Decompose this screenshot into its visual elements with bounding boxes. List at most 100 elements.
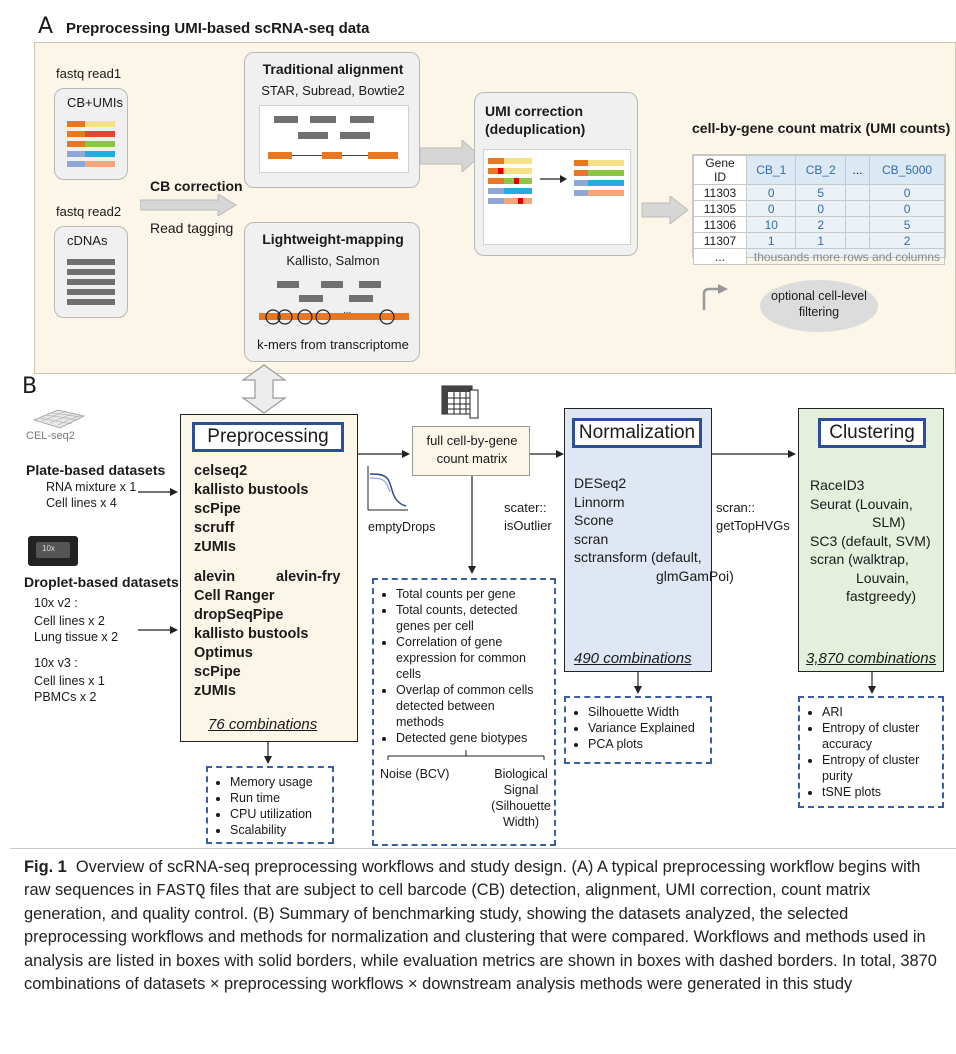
method-item: SC3 (default, SVM) (810, 532, 931, 549)
method-item: fastgreedy) (846, 588, 917, 604)
filter-text-1: optional cell-level (771, 289, 867, 303)
matrix-grid-icon (441, 385, 479, 419)
plate-item: Cell lines x 4 (46, 496, 117, 510)
matrix-cell (844, 184, 871, 201)
metric-item: Overlap of common cells detected between… (396, 682, 546, 730)
matrix-metrics-box: Total counts per gene Total counts, dete… (372, 578, 556, 846)
lightweight-mapping-box: Lightweight-mapping Kallisto, Salmon ...… (244, 222, 420, 362)
preprocessing-box (180, 414, 358, 742)
preprocessing-down-arrow-icon (264, 742, 272, 764)
panel-a-letter: A (38, 14, 54, 39)
clustering-box (798, 408, 944, 672)
filter-text-2: filtering (798, 305, 840, 319)
light-tools: Kallisto, Salmon (286, 253, 380, 268)
matrix-title: cell-by-gene count matrix (UMI counts) (692, 120, 951, 136)
to-normalization-arrow-icon (530, 450, 564, 458)
cb-correction-label: CB correction (150, 178, 243, 194)
method-item: Scone (574, 512, 614, 528)
clustering-methods: RaceID3 Seurat (Louvain, SLM) SC3 (defau… (810, 476, 931, 606)
caption-text-2: files that are subject to cell barcode (… (24, 881, 937, 994)
matrix-cell: 0 (869, 184, 945, 201)
matrix-cell (844, 232, 871, 249)
filtering-ellipse: optional cell-level filtering (760, 280, 878, 332)
read2-box: cDNAs (54, 226, 128, 318)
clustering-down-arrow-icon (868, 672, 876, 694)
noise-label: Noise (BCV) (380, 767, 450, 781)
matrix-header: CB_2 (795, 155, 846, 185)
metric-item: tSNE plots (822, 784, 934, 800)
workflow-item: zUMIs (194, 539, 236, 555)
matrix-cell: 1 (795, 232, 846, 249)
read-tagging-label: Read tagging (150, 220, 234, 236)
preprocessing-plate-list: celseq2 kallisto bustools scPipe scruff … (194, 462, 308, 557)
metric-item: Memory usage (230, 774, 324, 790)
full-matrix-text-2: count matrix (436, 451, 508, 466)
clustering-combos: 3,870 combinations (806, 650, 937, 667)
metric-item: PCA plots (588, 736, 702, 752)
matrix-more: thousands more rows and columns (746, 248, 945, 265)
to-full-matrix-arrow-icon (358, 450, 410, 458)
figure-caption: Fig. 1 Overview of scRNA-seq preprocessi… (24, 856, 944, 996)
normalization-box (564, 408, 712, 672)
matrix-cell (844, 216, 871, 233)
tenx-logo-icon: 10x (28, 536, 78, 566)
metric-item: Entropy of cluster accuracy (822, 720, 934, 752)
droplet-arrow-icon (138, 626, 178, 634)
scater-label-2: isOutlier (504, 518, 552, 533)
to-matrix-arrow-icon (641, 196, 689, 224)
preprocessing-droplet-list: Cell Ranger dropSeqPipe kallisto bustool… (194, 587, 308, 701)
method-item: Seurat (Louvain, (810, 495, 913, 512)
v3-title: 10x v3 : (34, 656, 78, 670)
emptydrops-plot-icon (367, 466, 408, 511)
matrix-cell: 11303 (693, 184, 747, 201)
method-item: scran (walktrap, (810, 551, 909, 567)
method-item: SLM) (872, 514, 906, 530)
matrix-cell: 11307 (693, 232, 747, 249)
count-matrix: Gene ID CB_1 CB_2 ... CB_5000 11303 0 5 … (692, 154, 946, 265)
method-item: Louvain, (856, 569, 909, 586)
preprocessing-title: Preprocessing (192, 422, 344, 452)
metric-item: Silhouette Width (588, 704, 702, 720)
normalization-methods: DESeq2 Linnorm Scone scran sctransform (… (574, 474, 734, 585)
metric-item: Run time (230, 790, 324, 806)
matrix-cell: 11306 (693, 216, 747, 233)
v2-item: Cell lines x 2 (34, 614, 105, 628)
panel-a-title: Preprocessing UMI-based scRNA-seq data (66, 20, 370, 37)
matrix-cell (844, 200, 871, 217)
workflow-item-alevin-fry: alevin-fry (276, 569, 341, 585)
workflow-item: kallisto bustools (194, 482, 309, 498)
metric-item: Entropy of cluster purity (822, 752, 934, 784)
dedup-arrow-icon (540, 175, 567, 183)
method-item: Linnorm (574, 493, 625, 510)
plate-arrow-icon (138, 488, 178, 496)
full-matrix-text-1: full cell-by-gene (426, 433, 518, 448)
droplet-title: Droplet-based datasets (24, 574, 179, 590)
v3-item: PBMCs x 2 (34, 690, 97, 704)
metrics-bracket-icon (387, 750, 545, 760)
loop-arrow-icon (702, 284, 728, 310)
caption-text-1: Overview of scRNA-seq preprocessing work… (24, 858, 921, 900)
metric-item: Scalability (230, 822, 324, 838)
scran-label-2: getTopHVGs (716, 518, 790, 533)
matrix-header: CB_5000 (869, 155, 945, 185)
celseq-logo-text: CEL-seq2 (26, 430, 75, 442)
umi-title-2: (deduplication) (485, 121, 586, 137)
matrix-cell: 11305 (693, 200, 747, 217)
panel-b-letter: B (22, 374, 38, 399)
method-item: sctransform (default, (574, 549, 702, 565)
plate-logo-icon (32, 409, 86, 429)
normalization-combos: 490 combinations (574, 650, 692, 667)
metric-item: Detected gene biotypes (396, 730, 546, 746)
workflow-item: kallisto bustools (194, 626, 309, 642)
read2-label: fastq read2 (56, 204, 122, 219)
matrix-cell: 2 (869, 232, 945, 249)
workflow-item: scPipe (194, 501, 241, 517)
traditional-alignment-box: Traditional alignment STAR, Subread, Bow… (244, 52, 420, 188)
workflow-item: scruff (194, 520, 235, 536)
trad-tools: STAR, Subread, Bowtie2 (261, 83, 405, 98)
v2-title: 10x v2 : (34, 596, 78, 610)
double-arrow-icon (241, 364, 287, 414)
matrix-cell: 10 (745, 216, 797, 233)
matrix-more-left: ... (693, 248, 747, 265)
normalization-title: Normalization (572, 418, 702, 448)
